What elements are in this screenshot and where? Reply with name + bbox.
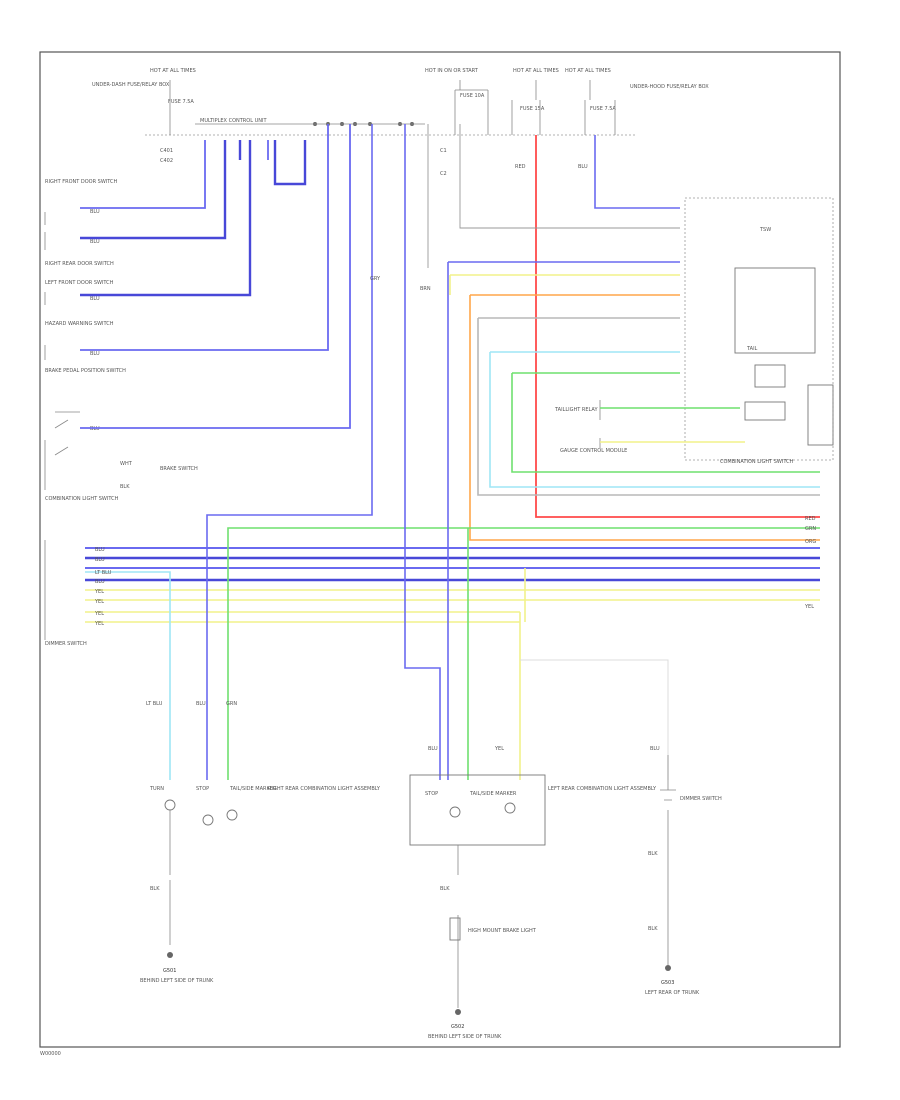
tail-light-label: TAILLIGHT RELAY	[554, 407, 598, 413]
svg-text:BLU: BLU	[90, 296, 100, 302]
top-fuse-r2-label: HOT AT ALL TIMES	[565, 68, 611, 74]
svg-text:RED: RED	[805, 516, 816, 522]
left-switch-section: RIGHT FRONT DOOR SWITCH RIGHT REAR DOOR …	[44, 179, 198, 647]
svg-text:BLU: BLU	[428, 746, 438, 752]
fuse-box-left-label: UNDER-DASH FUSE/RELAY BOX	[92, 82, 170, 88]
blue-wires-left	[80, 124, 351, 429]
svg-text:ORG: ORG	[805, 539, 816, 545]
fuse-d-label: FUSE 7.5A	[590, 106, 616, 112]
diagram-frame	[39, 51, 841, 1048]
fuse-b-label: FUSE 10A	[460, 93, 485, 99]
combination-light-left-label: COMBINATION LIGHT SWITCH	[45, 496, 119, 502]
svg-text:G503: G503	[661, 980, 674, 986]
bus-tags: BLU BLU LT BLU BLU YEL YEL YEL YEL RED G…	[94, 276, 816, 627]
svg-text:BRN: BRN	[420, 286, 431, 292]
svg-text:BLU: BLU	[95, 557, 105, 563]
svg-text:C401: C401	[160, 148, 173, 154]
svg-text:BLK: BLK	[150, 886, 160, 892]
svg-text:GRY: GRY	[370, 276, 381, 282]
svg-text:G501: G501	[163, 968, 176, 974]
svg-text:YEL: YEL	[804, 604, 814, 610]
svg-text:YEL: YEL	[94, 599, 104, 605]
top-fuse-left-label: HOT AT ALL TIMES	[150, 68, 196, 74]
ground-left: G501 BEHIND LEFT SIDE OF TRUNK	[140, 952, 214, 984]
svg-text:LT BLU: LT BLU	[95, 570, 112, 576]
svg-text:YEL: YEL	[494, 746, 504, 752]
svg-text:BLU: BLU	[90, 209, 100, 215]
ground-mid: G502 BEHIND LEFT SIDE OF TRUNK	[428, 1009, 502, 1040]
tail-r-label: TAIL/SIDE MARKER	[229, 786, 277, 792]
svg-text:C2: C2	[440, 171, 447, 177]
svg-text:LEFT REAR OF TRUNK: LEFT REAR OF TRUNK	[645, 990, 700, 996]
svg-text:C1: C1	[440, 148, 447, 154]
svg-text:WHT: WHT	[120, 461, 133, 467]
top-fuse-section: HOT AT ALL TIMES UNDER-DASH FUSE/RELAY B…	[92, 68, 709, 177]
svg-text:GRN: GRN	[805, 526, 816, 532]
dimmer-right-label: DIMMER SWITCH	[680, 796, 722, 802]
tail-l-label: TAIL/SIDE MARKER	[469, 791, 517, 797]
stop-l-label: STOP	[425, 791, 438, 797]
right-rear-assy-label: RIGHT REAR COMBINATION LIGHT ASSEMBLY	[268, 786, 381, 792]
top-fuse-mid-label: HOT IN ON OR START	[425, 68, 479, 74]
left-rear-door-label: RIGHT REAR DOOR SWITCH	[45, 261, 114, 267]
left-door-label: LEFT FRONT DOOR SWITCH	[45, 280, 114, 286]
stop-r-label: STOP	[196, 786, 209, 792]
svg-text:BEHIND LEFT SIDE OF TRUNK: BEHIND LEFT SIDE OF TRUNK	[428, 1034, 502, 1040]
brake-switch-label: BRAKE SWITCH	[160, 466, 198, 472]
footer-code: W00000	[40, 1051, 61, 1057]
svg-text:BLU: BLU	[90, 426, 100, 432]
gauge-cluster-label: GAUGE CONTROL MODULE	[560, 448, 627, 454]
svg-text:TSW: TSW	[759, 227, 771, 233]
colored-wire-bus	[448, 135, 820, 541]
svg-text:BLK: BLK	[648, 851, 658, 857]
svg-text:YEL: YEL	[94, 589, 104, 595]
svg-text:BLU: BLU	[650, 746, 660, 752]
fuse-c-label: FUSE 15A	[520, 106, 545, 112]
fuse-a-label: FUSE 7.5A	[168, 99, 194, 105]
svg-text:C402: C402	[160, 158, 173, 164]
combination-light-right-label: COMBINATION LIGHT SWITCH	[720, 459, 794, 465]
right-module-section: TSW TAIL COMBINATION LIGHT SWITCH TAILLI…	[554, 197, 834, 465]
left-rear-assy-label: LEFT REAR COMBINATION LIGHT ASSEMBLY	[548, 786, 657, 792]
svg-text:BLU: BLU	[95, 547, 105, 553]
fuse-box-right-label: UNDER-HOOD FUSE/RELAY BOX	[630, 84, 709, 90]
svg-text:TAIL: TAIL	[746, 346, 758, 352]
multiplex-box-label: MULTIPLEX CONTROL UNIT	[200, 118, 267, 124]
svg-text:BLU: BLU	[95, 579, 105, 585]
svg-text:LT BLU: LT BLU	[146, 701, 163, 707]
svg-text:BLU: BLU	[196, 701, 206, 707]
svg-text:BLU: BLU	[90, 239, 100, 245]
top-fuse-r1-label: HOT AT ALL TIMES	[513, 68, 559, 74]
hazard-label: HAZARD WARNING SWITCH	[45, 321, 114, 327]
turn-r-label: TURN	[149, 786, 164, 792]
svg-text:BLK: BLK	[648, 926, 658, 932]
left-rear-assembly: STOP TAIL/SIDE MARKER LEFT REAR COMBINAT…	[409, 746, 657, 1008]
svg-text:BLU: BLU	[578, 164, 588, 170]
svg-text:G502: G502	[451, 1024, 464, 1030]
svg-text:YEL: YEL	[94, 611, 104, 617]
svg-text:BLK: BLK	[440, 886, 450, 892]
svg-text:BEHIND LEFT SIDE OF TRUNK: BEHIND LEFT SIDE OF TRUNK	[140, 978, 214, 984]
svg-text:BLU: BLU	[90, 351, 100, 357]
right-front-door-label: RIGHT FRONT DOOR SWITCH	[45, 179, 118, 185]
center-stop-label: HIGH MOUNT BRAKE LIGHT	[468, 928, 537, 934]
lower-bus	[85, 124, 820, 780]
center-light-assembly: BLU DIMMER SWITCH BLK BLK	[648, 746, 722, 965]
ground-right: G503 LEFT REAR OF TRUNK	[645, 965, 700, 996]
right-rear-assembly: LT BLU BLU GRN TURN STOP TAIL/SIDE MARKE…	[146, 701, 381, 945]
dimmer-label: DIMMER SWITCH	[45, 641, 87, 647]
brake-pedal-label: BRAKE PEDAL POSITION SWITCH	[45, 368, 126, 374]
svg-text:BLK: BLK	[120, 484, 130, 490]
svg-text:YEL: YEL	[94, 621, 104, 627]
svg-text:RED: RED	[515, 164, 526, 170]
svg-text:GRN: GRN	[226, 701, 237, 707]
